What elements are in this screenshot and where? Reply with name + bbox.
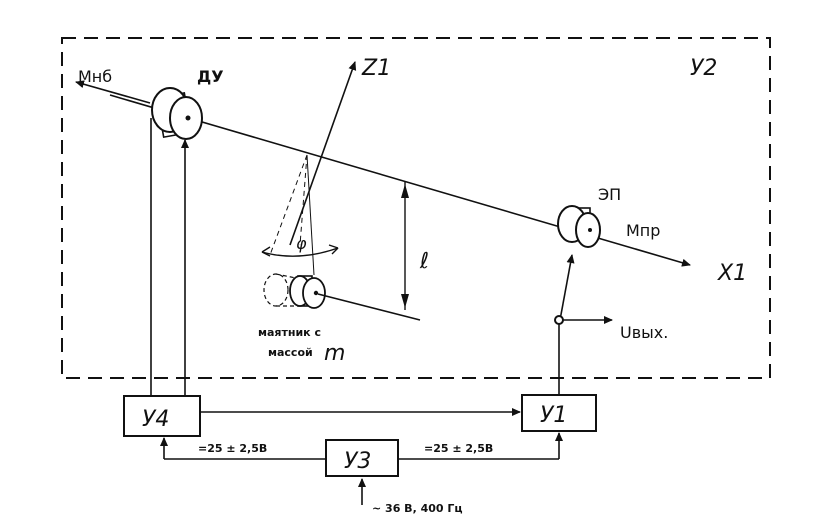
m-pr-label: Mпр — [626, 221, 660, 240]
voltage-right-label: =25 ± 2,5В — [424, 442, 493, 455]
ep-label: ЭП — [598, 185, 621, 204]
length-dimension — [401, 182, 409, 310]
u4-label: У4 — [142, 407, 169, 432]
du-label: ДУ — [197, 67, 224, 86]
ep-cylinder — [557, 205, 601, 248]
phi-label: φ — [296, 234, 307, 253]
z1-label: Z1 — [361, 56, 391, 81]
output-node — [554, 315, 564, 325]
length-label: ℓ — [419, 249, 429, 274]
u3-box — [325, 439, 399, 477]
u1-label: У1 — [540, 403, 567, 428]
outer-block-u2 — [61, 37, 771, 379]
m-nb-arrow — [75, 80, 151, 104]
z1-axis — [289, 61, 357, 246]
u-out-label: Uвых. — [620, 323, 668, 342]
m-nb-label: Mнб — [78, 67, 112, 86]
x1-label: X1 — [717, 261, 747, 286]
pendulum-cone — [261, 154, 339, 276]
du-cylinder — [151, 87, 203, 140]
mass-label: m — [324, 341, 345, 366]
u3-label: У3 — [344, 449, 371, 474]
pendulum-mass — [263, 273, 421, 321]
u1-box — [521, 394, 597, 432]
pendulum-label-line2: массой — [268, 346, 313, 359]
u4-box — [123, 395, 201, 437]
supply-label: ~ 36 В, 400 Гц — [372, 502, 463, 515]
voltage-left-label: =25 ± 2,5В — [198, 442, 267, 455]
ep-to-node-line — [559, 254, 575, 321]
pendulum-label-line1: маятник с — [258, 326, 321, 339]
outer-block-label: У2 — [690, 56, 717, 81]
